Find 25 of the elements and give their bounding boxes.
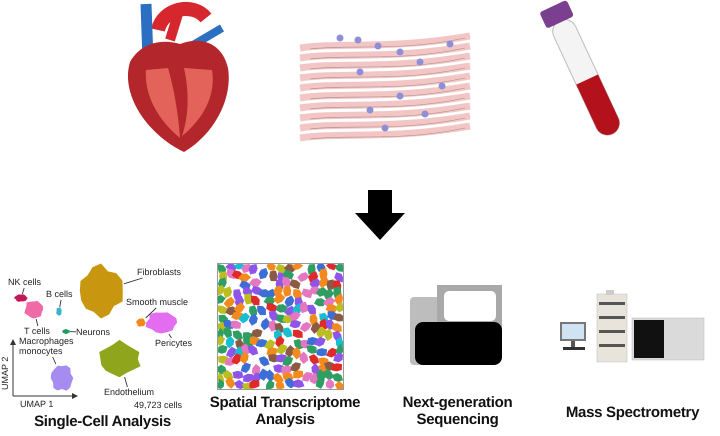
axis-label: UMAP 1 bbox=[20, 399, 54, 409]
panel-caption: Spatial Transcriptome Analysis bbox=[208, 394, 362, 428]
leader-line bbox=[52, 356, 56, 364]
cluster-label: T cells bbox=[24, 326, 54, 337]
leader-line bbox=[168, 334, 172, 338]
cluster-label: Fibroblasts bbox=[137, 267, 183, 278]
cluster-label: Pericytes bbox=[155, 338, 195, 349]
panel-caption: Single-Cell Analysis bbox=[33, 413, 172, 430]
leader-line bbox=[59, 300, 62, 308]
cluster-label: Smooth muscle bbox=[126, 297, 198, 308]
leader-line bbox=[145, 308, 157, 318]
leader-line bbox=[70, 331, 76, 332]
panel-caption: Mass Spectrometry bbox=[564, 404, 700, 421]
axis-label: UMAP 2 bbox=[0, 356, 10, 390]
cluster-label: B cells bbox=[46, 289, 78, 300]
leader-line bbox=[124, 376, 128, 388]
cluster-label: Endothelium bbox=[104, 387, 154, 398]
cell-count: 49,723 cells bbox=[134, 400, 182, 410]
leader-line bbox=[124, 278, 143, 284]
cluster-label: Neurons bbox=[76, 327, 116, 338]
leader-line bbox=[22, 288, 25, 294]
cluster-label: Macrophages monocytes bbox=[19, 336, 77, 357]
cluster-label: NK cells bbox=[8, 277, 44, 288]
leader-line bbox=[36, 318, 38, 326]
panel-caption: Next-generation Sequencing bbox=[402, 394, 514, 428]
